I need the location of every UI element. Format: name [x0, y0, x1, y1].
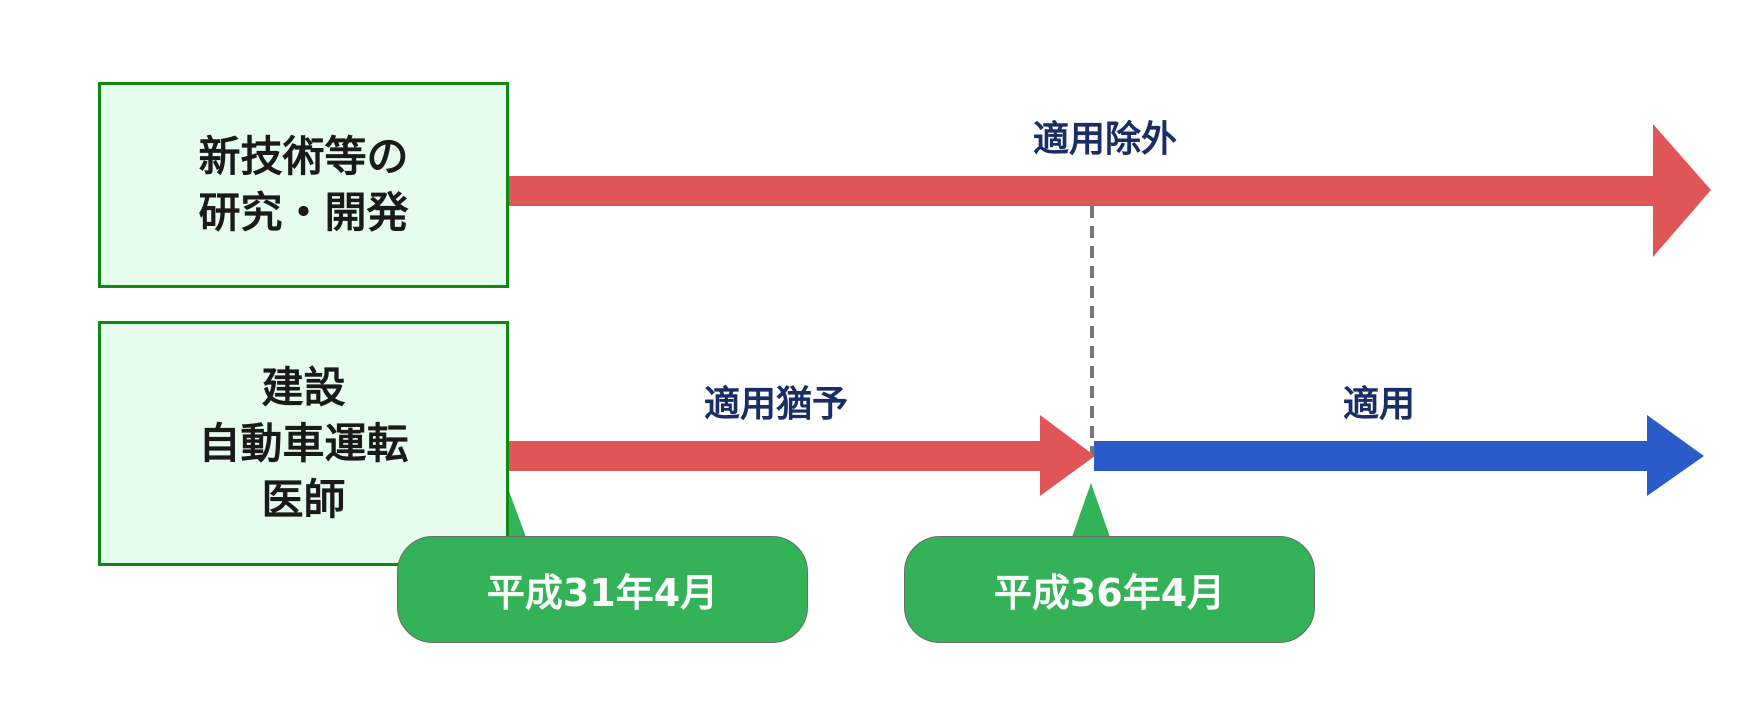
milestone-label-switch: 平成36年4月 [993, 571, 1226, 615]
exempt-arrow [509, 124, 1711, 257]
grace-arrow-shaft [509, 441, 1044, 471]
apply-arrow-label: 適用 [1342, 384, 1416, 425]
grace-arrow-head [1040, 415, 1095, 496]
apply-arrow-head [1647, 415, 1704, 496]
category-label-new-tech: 新技術等の 研究・開発 [198, 132, 409, 237]
category-box-construction-driving-doctors: 建設 自動車運転 医師 [98, 321, 509, 566]
milestone-badge-switch: 平成36年4月 [904, 536, 1315, 643]
apply-arrow-shaft [1094, 441, 1654, 471]
grace-arrow-label: 適用猶予 [703, 384, 849, 425]
exempt-arrow-shaft [509, 176, 1662, 206]
category-label-construction-driving-doctors: 建設 自動車運転 医師 [198, 362, 409, 524]
category-box-new-tech: 新技術等の 研究・開発 [98, 82, 509, 288]
exempt-arrow-head [1653, 124, 1711, 257]
milestone-badge-start: 平成31年4月 [397, 536, 808, 643]
milestone-2-pointer [1072, 483, 1110, 537]
milestone-label-start: 平成31年4月 [486, 571, 719, 615]
apply-arrow [1094, 415, 1704, 496]
exempt-arrow-label: 適用除外 [1032, 119, 1178, 160]
grace-arrow [509, 415, 1095, 496]
